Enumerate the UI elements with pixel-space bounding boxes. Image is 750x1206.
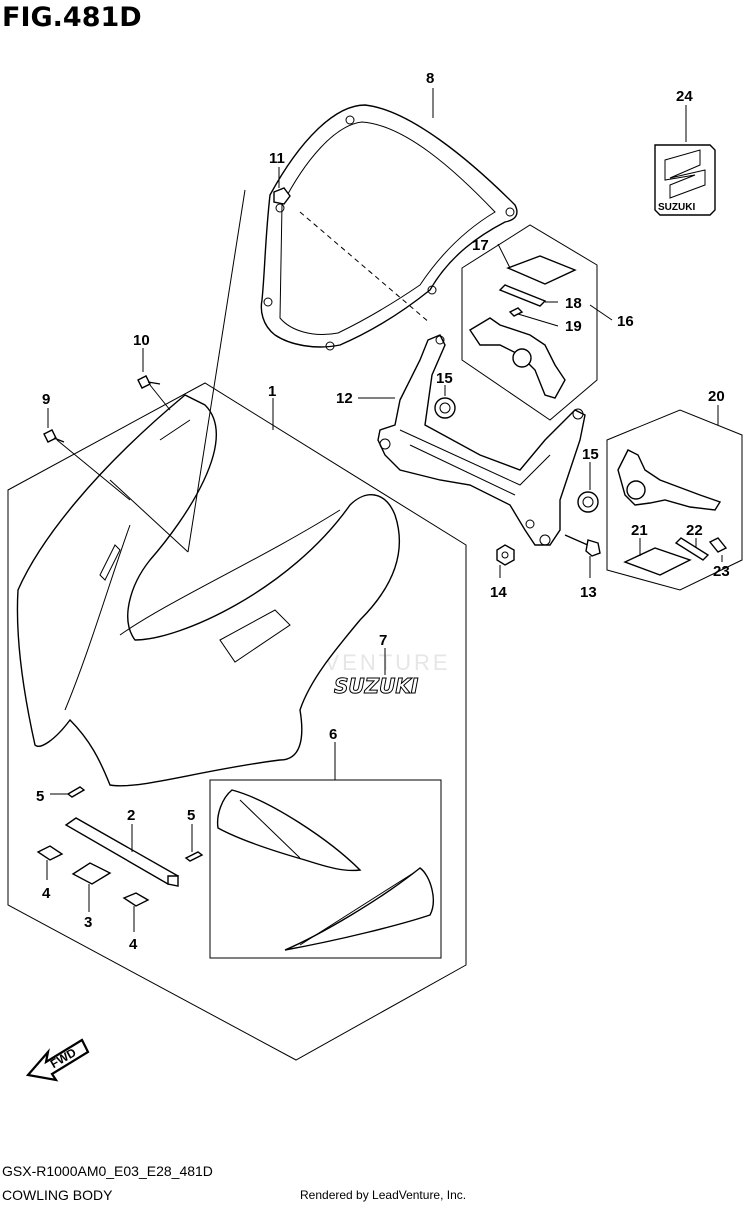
callouts: 8 24 11 10 9 1 12 15 16 17 18 19 20 15 2… — [36, 70, 730, 953]
mirror-bracket-group-frame-20 — [606, 409, 743, 591]
pad-part-4-left[interactable] — [36, 845, 64, 861]
guide-line — [109, 479, 189, 553]
cushion-strip-part-2[interactable] — [64, 817, 180, 887]
callout-5-left: 5 — [36, 788, 44, 805]
upper-cowling-part[interactable] — [16, 394, 401, 787]
emblem-text: SUZUKI — [334, 674, 419, 698]
cushion-strip-part-22[interactable] — [674, 537, 710, 561]
cushion-part-17[interactable] — [506, 255, 577, 285]
badge-text: SUZUKI — [658, 202, 695, 213]
callout-15-lower: 15 — [582, 446, 599, 463]
callout-15-upper: 15 — [436, 370, 453, 387]
callout-14: 14 — [490, 584, 507, 601]
callout-9: 9 — [42, 391, 50, 408]
side-panel-group-frame — [209, 779, 442, 959]
callout-5-right: 5 — [187, 807, 195, 824]
clip-part-left[interactable] — [66, 786, 86, 798]
grommet-part-upper[interactable] — [434, 397, 456, 419]
pad-part-4-right[interactable] — [122, 892, 150, 907]
callout-10: 10 — [133, 332, 150, 349]
callout-19: 19 — [565, 318, 582, 335]
callout-2: 2 — [127, 807, 135, 824]
callout-4-left: 4 — [42, 885, 51, 902]
screw-part-10[interactable] — [137, 375, 161, 389]
callout-4-right: 4 — [129, 936, 138, 953]
guide-line — [187, 189, 246, 553]
cushion-small-part-19[interactable] — [508, 307, 524, 317]
callout-16: 16 — [617, 313, 634, 330]
suzuki-emblem-part[interactable]: SUZUKI — [334, 674, 420, 699]
mirror-bracket-part-16[interactable] — [469, 317, 566, 399]
fwd-arrow-icon: FWD — [25, 1038, 90, 1082]
clip-part-right[interactable] — [184, 851, 204, 862]
screw-part-9[interactable] — [43, 429, 65, 443]
figure-title: FIG.481D — [2, 2, 142, 33]
callout-7: 7 — [379, 632, 387, 649]
callout-11: 11 — [269, 150, 285, 167]
mirror-bracket-part-20[interactable] — [617, 449, 722, 511]
side-panel-lower-part[interactable] — [284, 867, 434, 951]
callout-22: 22 — [686, 522, 703, 539]
model-code: GSX-R1000AM0_E03_E28_481D — [2, 1163, 213, 1179]
callout-17: 17 — [472, 237, 489, 254]
callout-6: 6 — [329, 726, 337, 743]
cushion-small-part-23[interactable] — [708, 537, 728, 553]
windscreen-part[interactable] — [260, 104, 518, 351]
emblem-badge-part[interactable]: SUZUKI — [654, 144, 716, 216]
grommet-part-lower[interactable] — [577, 491, 599, 513]
cowling-group-frame — [7, 382, 467, 1061]
mirror-bracket-group-frame-16 — [461, 224, 598, 421]
cushion-strip-part-18[interactable] — [498, 284, 547, 307]
callout-21: 21 — [631, 522, 648, 539]
callout-13: 13 — [580, 584, 597, 601]
callout-1: 1 — [268, 383, 276, 400]
callout-3: 3 — [84, 914, 92, 931]
cushion-part-21[interactable] — [623, 547, 692, 576]
pad-part-3[interactable] — [71, 862, 112, 885]
callout-12: 12 — [336, 390, 353, 407]
guide-line — [56, 439, 131, 501]
leader-lines — [46, 88, 723, 932]
callout-8: 8 — [426, 70, 434, 87]
bolt-part[interactable] — [564, 534, 601, 557]
callout-23: 23 — [713, 563, 730, 580]
render-credit: Rendered by LeadVenture, Inc. — [300, 1188, 467, 1202]
callout-18: 18 — [565, 295, 582, 312]
callout-24: 24 — [676, 88, 693, 105]
figure-name: COWLING BODY — [2, 1187, 113, 1203]
cowling-brace-part[interactable] — [377, 334, 586, 546]
guide-line — [149, 384, 171, 411]
side-panel-upper-part[interactable] — [216, 789, 362, 872]
callout-20: 20 — [708, 388, 725, 405]
nut-part[interactable] — [496, 544, 515, 566]
